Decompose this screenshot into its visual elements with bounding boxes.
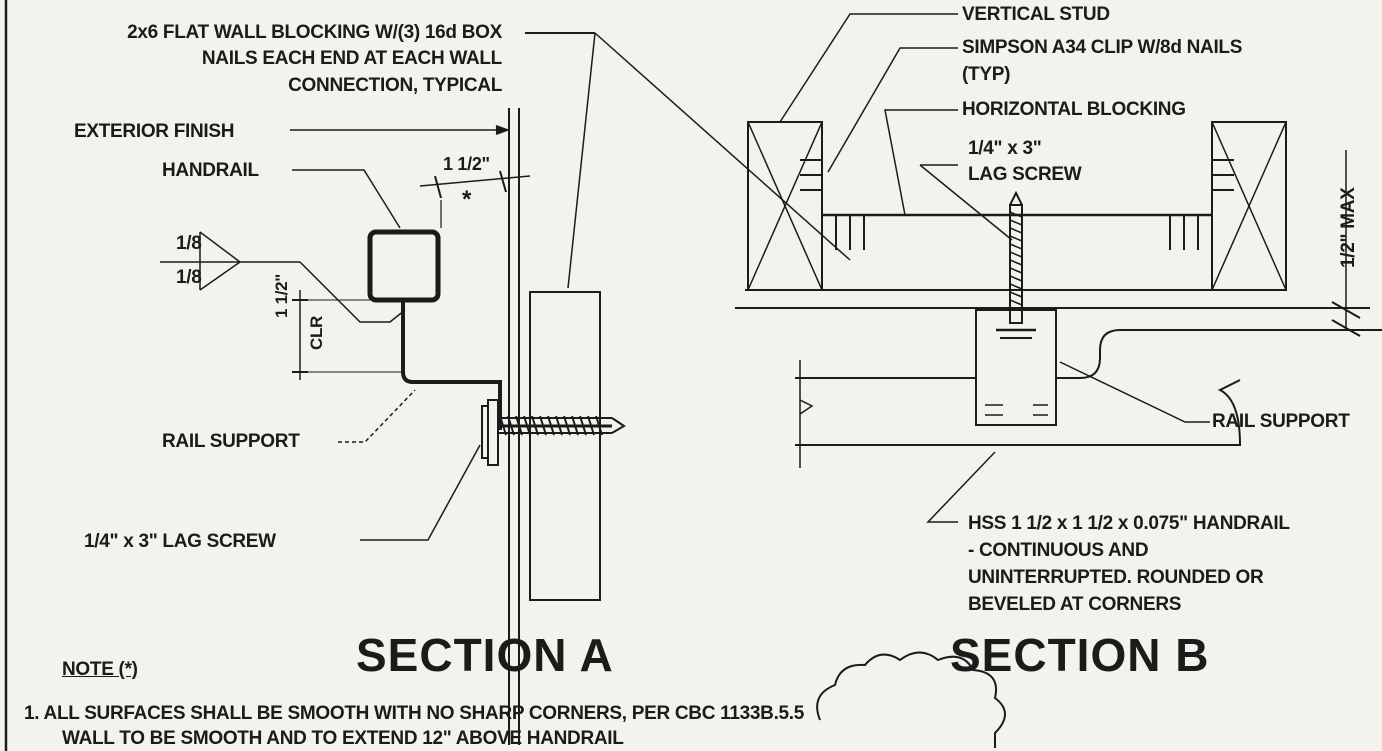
horizontal-blocking-label: HORIZONTAL BLOCKING (962, 99, 1186, 120)
rail-support-label-a: RAIL SUPPORT (162, 431, 300, 452)
hss-label-line1: HSS 1 1/2 x 1 1/2 x 0.075" HANDRAIL (968, 513, 1290, 534)
lag-screw-label-a: 1/4" x 3" LAG SCREW (84, 531, 276, 552)
blocking-label-line1: 2x6 FLAT WALL BLOCKING W/(3) 16d BOX (127, 22, 502, 43)
leader-lag-b (919, 164, 1013, 241)
handrail-long-view (795, 329, 1382, 446)
leader-lag-screw-a (360, 444, 481, 541)
leader-vertical-stud (779, 13, 958, 123)
a34-clip-right (1150, 159, 1234, 250)
leader-rail-support-b (1059, 361, 1210, 423)
hss-label-line2: - CONTINUOUS AND (968, 540, 1149, 561)
clr-label: CLR (307, 315, 326, 350)
weld-size-bottom: 1/8 (176, 267, 202, 288)
star-marker: * (462, 186, 472, 213)
leader-blocking-1 (594, 32, 851, 261)
break-line (799, 360, 814, 468)
leader-horizontal-blocking (884, 109, 958, 216)
leader-handrail (292, 169, 401, 229)
leader-simpson-clip (827, 47, 958, 173)
lag-screw-label-b-line2: LAG SCREW (968, 164, 1082, 185)
weld-arrow-leader (299, 261, 406, 323)
a34-clip-left (800, 159, 888, 250)
rail-support-bracket (401, 300, 502, 430)
leader-rail-support-a (338, 389, 416, 443)
vertical-stud-right (1211, 121, 1287, 291)
wall-blocking-a (529, 291, 601, 601)
dim-top-label: 1 1/2" (443, 154, 490, 174)
leader-blocking-2 (567, 32, 596, 289)
weld-fillet-symbol (199, 231, 242, 291)
vertical-stud-left (747, 121, 823, 291)
section-a-title: SECTION A (356, 629, 614, 681)
hss-label-line4: BEVELED AT CORNERS (968, 594, 1182, 615)
section-b-title: SECTION B (950, 629, 1210, 681)
handrail-label-a: HANDRAIL (162, 160, 259, 181)
rail-support-plate-b (975, 309, 1057, 426)
max-dim-label: 1/2" MAX (1338, 187, 1359, 268)
rail-support-label-b: RAIL SUPPORT (1212, 411, 1350, 432)
note-line-2: WALL TO BE SMOOTH AND TO EXTEND 12" ABOV… (62, 728, 624, 749)
leader-hss (926, 451, 996, 523)
handrail-tube (367, 229, 441, 303)
lag-screw-label-b-line1: 1/4" x 3" (968, 138, 1042, 159)
simpson-clip-label-line2: (TYP) (962, 64, 1011, 85)
simpson-clip-label-line1: SIMPSON A34 CLIP W/8d NAILS (962, 37, 1243, 58)
lag-washer-a (487, 399, 499, 466)
revision-cloud (816, 651, 1006, 748)
blocking-label-line3: CONNECTION, TYPICAL (288, 75, 502, 96)
lag-screw-threads-a (499, 415, 603, 436)
dim-line-top (419, 175, 531, 187)
dim-clr-label: 1 1/2" (272, 273, 291, 318)
lag-screw-b (1009, 204, 1023, 324)
note-line-1: 1. ALL SURFACES SHALL BE SMOOTH WITH NO … (24, 703, 805, 724)
lag-head-a (481, 405, 489, 459)
blocking-label-line2: NAILS EACH END AT EACH WALL (201, 48, 502, 69)
weld-size-top: 1/8 (176, 233, 202, 254)
note-heading: NOTE (*) (62, 659, 138, 680)
vertical-stud-label: VERTICAL STUD (962, 4, 1110, 25)
hss-label-line3: UNINTERRUPTED. ROUNDED OR (968, 567, 1264, 588)
exterior-finish-label: EXTERIOR FINISH (74, 121, 235, 142)
